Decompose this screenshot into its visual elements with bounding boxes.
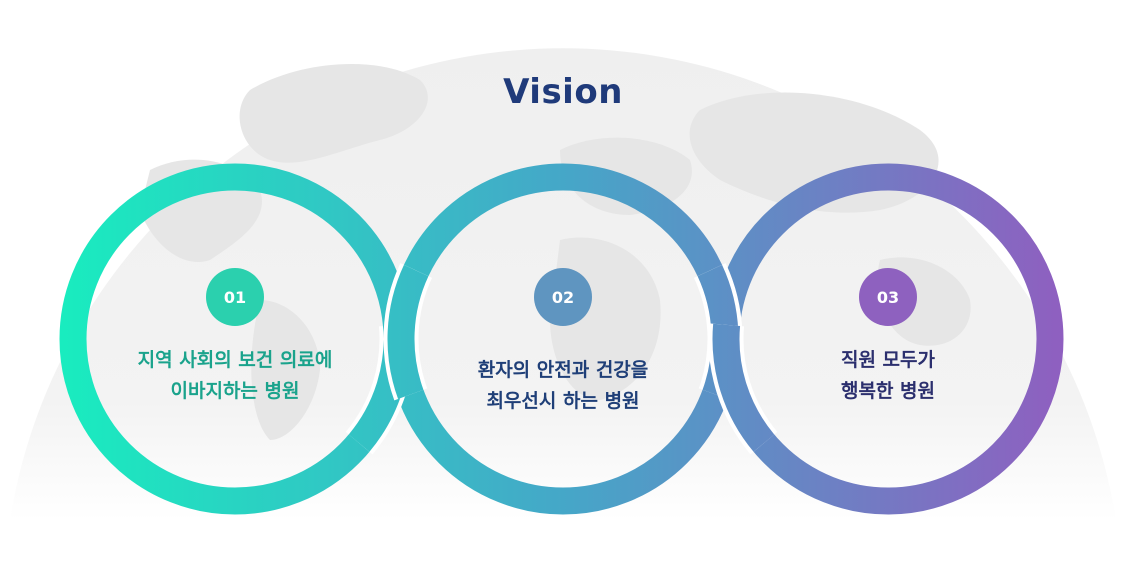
- vision-number-badge-3: 03: [859, 268, 917, 326]
- vision-number-badge-1: 01: [206, 268, 264, 326]
- vision-description-line: 환자의 안전과 건강을: [477, 359, 649, 381]
- ring-ribbon: [59, 163, 1064, 515]
- vision-description-line: 지역 사회의 보건 의료에: [137, 349, 333, 371]
- vision-description-line: 직원 모두가: [840, 349, 935, 371]
- vision-number-badge-2: 02: [534, 268, 592, 326]
- vision-description-line: 최우선시 하는 병원: [486, 390, 640, 412]
- ring-2-over-left: [387, 264, 429, 400]
- vision-description-line: 이바지하는 병원: [170, 380, 300, 402]
- vision-description-line: 행복한 병원: [840, 380, 935, 402]
- vision-title: Vision: [503, 72, 623, 112]
- ring-3-over: [712, 323, 775, 452]
